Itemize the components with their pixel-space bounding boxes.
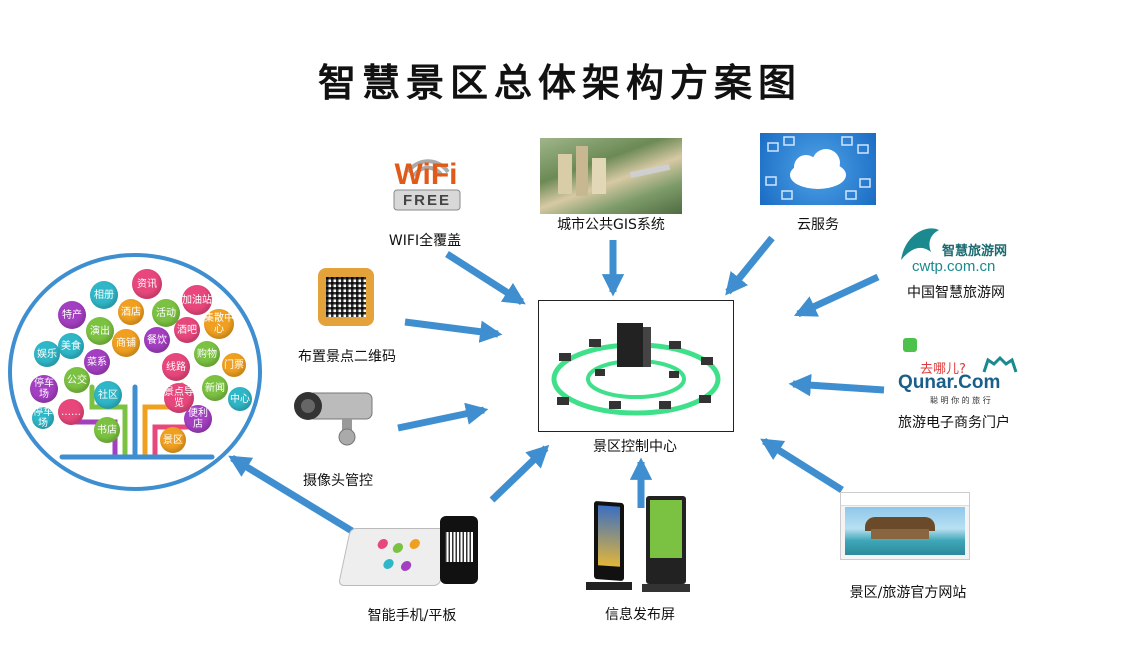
camera-icon [294, 392, 373, 446]
tree-bubble: 娱乐 [34, 341, 60, 367]
tree-bubble: 商铺 [112, 329, 140, 357]
wifi-logo-bottom: FREE [402, 192, 451, 209]
camera-label: 摄像头管控 [303, 473, 373, 489]
zhihui-logo-name: 智慧旅游网 [942, 244, 1008, 259]
control-center-panel [538, 300, 734, 432]
website-screenshot [840, 492, 970, 560]
tree-bubble: 公交 [64, 367, 90, 393]
qunar-logo-name: Qunar.Com [898, 372, 1001, 393]
mobile-label: 智能手机/平板 [367, 608, 457, 624]
wifi-icon [393, 159, 461, 211]
zhihui-label: 中国智慧旅游网 [907, 285, 1005, 301]
tree-bubble: 集散中心 [204, 309, 234, 339]
tree-bubble: 酒吧 [174, 317, 200, 343]
tree-bubble: 新闻 [202, 375, 228, 401]
wifi-logo-top: WiFi [394, 158, 458, 191]
tree-bubble: 酒店 [118, 299, 144, 325]
tree-bubble: 社区 [94, 381, 122, 409]
network-ring-icon [551, 323, 721, 416]
zhihui-logo-url: cwtp.com.cn [912, 258, 996, 275]
kiosk-icon [586, 496, 696, 594]
arrow-camera [397, 402, 489, 432]
website-label: 景区/旅游官方网站 [849, 585, 967, 601]
arrow-zhihui [793, 273, 880, 318]
mobile-icon [337, 516, 494, 586]
tree-bubble: 相册 [90, 281, 118, 309]
tree-bubble: 加油站 [182, 285, 212, 315]
dolphin-icon [901, 228, 939, 260]
arrow-qrcode [404, 318, 503, 343]
page-title: 智慧景区总体架构方案图 [317, 61, 802, 105]
arrow-cloud [725, 235, 775, 296]
qunar-label: 旅游电子商务门户 [898, 415, 1010, 431]
arrow-tree [228, 455, 354, 534]
wifi-logo: WiFi FREE [386, 138, 466, 214]
tree-bubble: 中心 [228, 387, 252, 411]
camel-icon [982, 355, 1018, 373]
tree-bubble: 特产 [58, 301, 86, 329]
qrcode-label: 布置景点二维码 [298, 349, 396, 365]
tree-bubble: 便利店 [184, 405, 212, 433]
cloud-image [760, 133, 876, 205]
tree-bubble: 停车场 [32, 407, 54, 429]
qunar-tagline: 聪 明 你 的 旅 行 [930, 396, 991, 405]
gis-map-image [540, 138, 682, 214]
tree-bubble: 门票 [222, 353, 246, 377]
tree-bubble: 餐饮 [144, 327, 170, 353]
green-app-icon [903, 338, 917, 352]
qunar-slogan: 去哪儿? [920, 362, 966, 377]
service-tree: 资讯相册特产酒店活动加油站演出美食商铺餐饮酒吧集散中心娱乐菜系线路购物门票公交停… [8, 253, 262, 491]
cloud-label: 云服务 [797, 217, 839, 233]
gis-label: 城市公共GIS系统 [557, 217, 665, 233]
tree-bubble: 菜系 [84, 349, 110, 375]
arrow-wifi [445, 251, 526, 305]
wifi-label: WIFI全覆盖 [388, 233, 462, 249]
tree-bubble: 停车场 [30, 375, 58, 403]
tree-bubble: 购物 [194, 341, 220, 367]
tree-bubble: 书店 [94, 417, 120, 443]
arrow-qunar [788, 374, 885, 397]
tree-bubble: 景区 [160, 427, 186, 453]
display-label: 信息发布屏 [605, 607, 675, 623]
arrow-mobile [489, 444, 550, 503]
cloud-icon [765, 136, 871, 200]
tree-bubble: 资讯 [132, 269, 162, 299]
arrow-website [760, 438, 844, 493]
control-center-label: 景区控制中心 [593, 439, 677, 455]
qrcode-icon [318, 268, 374, 326]
tree-bubble: …… [58, 399, 84, 425]
tree-bubble: 演出 [86, 317, 114, 345]
tree-bubble: 美食 [58, 333, 84, 359]
tree-bubble: 线路 [162, 353, 190, 381]
